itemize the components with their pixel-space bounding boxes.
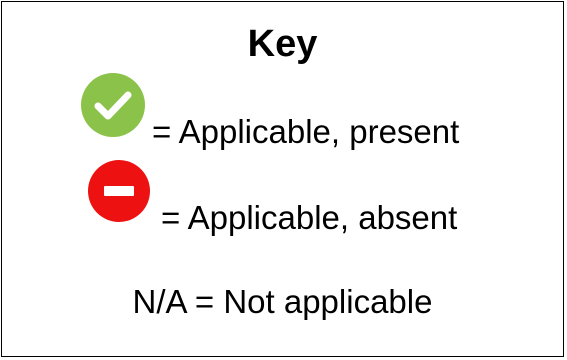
not-applicable-label: N/A = Not applicable bbox=[132, 283, 433, 320]
check-circle-icon bbox=[81, 73, 145, 137]
minus-circle-icon bbox=[88, 160, 150, 222]
applicable-absent-label: = Applicable, absent bbox=[161, 199, 458, 236]
key-title: Key bbox=[247, 23, 318, 65]
applicable-present-label: = Applicable, present bbox=[152, 113, 460, 150]
